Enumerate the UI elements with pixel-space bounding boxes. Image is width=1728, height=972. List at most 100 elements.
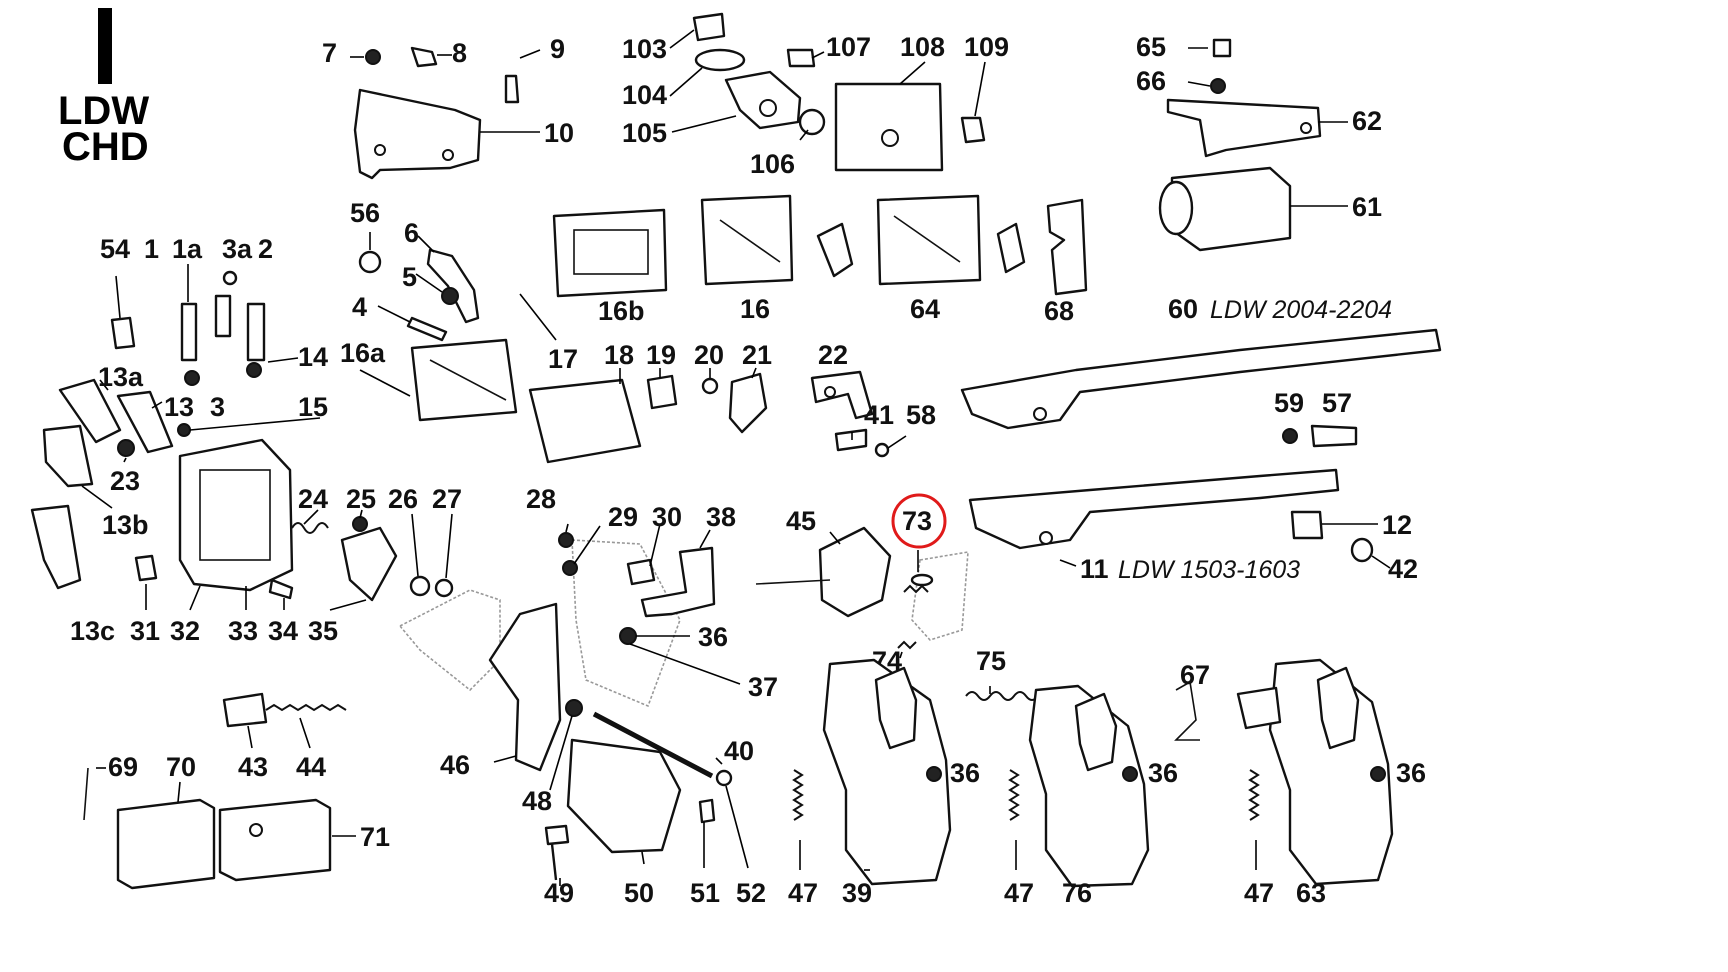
callout-60: 60	[1168, 294, 1198, 324]
callout-18: 18	[604, 340, 634, 370]
part-group-cover-108: 103 104 105 106 107 108 109	[622, 12, 1009, 179]
callout-105: 105	[622, 118, 667, 148]
callout-30: 30	[652, 502, 682, 532]
part-group-levers-13: 54 1 1a 3a 2 14 13a 13 3 15 23 13b 13c	[30, 234, 328, 646]
callout-4: 4	[352, 292, 367, 322]
variant-ldw-2004-2204: LDW 2004-2204	[1210, 296, 1392, 324]
callout-13a: 13a	[98, 362, 144, 392]
callout-13c: 13c	[70, 616, 115, 646]
callout-17: 17	[548, 344, 578, 374]
callout-9: 9	[550, 34, 565, 64]
callout-47-b: 47	[1004, 878, 1034, 908]
callout-73: 73	[902, 506, 932, 536]
callout-51: 51	[690, 878, 720, 908]
callout-16: 16	[740, 294, 770, 324]
callout-24: 24	[298, 484, 328, 514]
callout-34: 34	[268, 616, 298, 646]
callout-75: 75	[976, 646, 1006, 676]
part-group-assembly-39: 47 39 36	[788, 658, 980, 908]
callout-38: 38	[706, 502, 736, 532]
callout-45: 45	[786, 506, 816, 536]
callout-40: 40	[724, 736, 754, 766]
callout-57: 57	[1322, 388, 1352, 418]
callout-41: 41	[864, 400, 894, 430]
callout-36-a: 36	[698, 622, 728, 652]
callout-103: 103	[622, 34, 667, 64]
callout-21: 21	[742, 340, 772, 370]
callout-3: 3	[210, 392, 225, 422]
callout-15: 15	[298, 392, 328, 422]
callout-1: 1	[144, 234, 159, 264]
part-73-spring	[903, 573, 934, 594]
callout-68: 68	[1044, 296, 1074, 326]
model-chd-label: CHD	[62, 125, 149, 169]
callout-3a: 3a	[222, 234, 253, 264]
part-group-bracket-10: 7 8 9 10	[322, 34, 574, 180]
callout-36-d: 36	[1396, 758, 1426, 788]
callout-31: 31	[130, 616, 160, 646]
part-group-linkage-38: 28 29 30 38 36 37	[398, 484, 778, 708]
callout-33: 33	[228, 616, 258, 646]
callout-16a: 16a	[340, 338, 386, 368]
callout-47-a: 47	[788, 878, 818, 908]
callout-32: 32	[170, 616, 200, 646]
callout-12: 12	[1382, 510, 1412, 540]
callout-16b: 16b	[598, 296, 645, 326]
model-ldw-label: LDW	[58, 89, 149, 133]
callout-36-c: 36	[1148, 758, 1178, 788]
callout-104: 104	[622, 80, 667, 110]
callout-37: 37	[748, 672, 778, 702]
callout-49: 49	[544, 878, 574, 908]
part-group-flyweights-45: 45 73 74 75 67	[755, 493, 1210, 741]
callout-8: 8	[452, 38, 467, 68]
part-group-assembly-76: 47 76 36	[1004, 684, 1178, 908]
callout-76: 76	[1062, 878, 1092, 908]
callout-13: 13	[164, 392, 194, 422]
callout-23: 23	[110, 466, 140, 496]
callout-13b: 13b	[102, 510, 149, 540]
callout-106: 106	[750, 149, 795, 179]
section-roman-bar	[98, 8, 112, 84]
callout-26: 26	[388, 484, 418, 514]
callout-10: 10	[544, 118, 574, 148]
callout-35: 35	[308, 616, 338, 646]
callout-67: 67	[1180, 660, 1210, 690]
part-group-gasket-18: 16a 18 19 20 21	[340, 338, 772, 464]
callout-65: 65	[1136, 32, 1166, 62]
variant-ldw-1503-1603: LDW 1503-1603	[1118, 556, 1300, 584]
callout-62: 62	[1352, 106, 1382, 136]
highlight-circle-73	[891, 493, 947, 549]
callout-14: 14	[298, 342, 328, 372]
callout-39: 39	[842, 878, 872, 908]
callout-108: 108	[900, 32, 945, 62]
callout-7: 7	[322, 38, 337, 68]
callout-50: 50	[624, 878, 654, 908]
callout-58: 58	[906, 400, 936, 430]
callout-109: 109	[964, 32, 1009, 62]
callout-48: 48	[522, 786, 552, 816]
callout-29: 29	[608, 502, 638, 532]
callout-56: 56	[350, 198, 380, 228]
part-group-control-rods: 60 LDW 2004-2204 59 57 12 42 11 LDW 1503…	[960, 294, 1442, 584]
part-group-housing-16: 16b 16 64 68	[552, 194, 1088, 326]
callout-61: 61	[1352, 192, 1382, 222]
callout-5: 5	[402, 262, 417, 292]
callout-64: 64	[910, 294, 940, 324]
callout-63: 63	[1296, 878, 1326, 908]
callout-28: 28	[526, 484, 556, 514]
section-header: LDW CHD	[58, 8, 149, 169]
part-group-lever-46: 46 40 48 49 50 51 52	[440, 602, 766, 908]
callout-59: 59	[1274, 388, 1304, 418]
part-group-governor-housing: 24 25 26 27 31 32 33 34 35	[130, 438, 462, 646]
callout-6: 6	[404, 218, 419, 248]
callout-47-c: 47	[1244, 878, 1274, 908]
callout-46: 46	[440, 750, 470, 780]
callout-11: 11	[1080, 554, 1109, 584]
callout-2: 2	[258, 234, 273, 264]
part-group-assembly-63: 47 63 36	[1236, 658, 1426, 908]
callout-20: 20	[694, 340, 724, 370]
callout-1a: 1a	[172, 234, 203, 264]
part-group-lower-left: 43 44 69 70 71	[83, 692, 390, 890]
callout-36-b: 36	[950, 758, 980, 788]
